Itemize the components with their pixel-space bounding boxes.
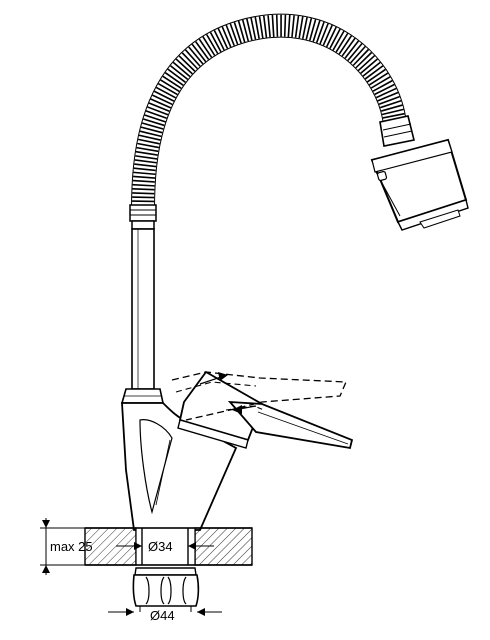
label-hole-diameter: Ø34 bbox=[148, 539, 173, 554]
flexible-spout-hose bbox=[131, 13, 407, 211]
dimension-countertop-thickness: max 25 bbox=[40, 518, 93, 575]
dimension-hole-diameter: Ø34 bbox=[116, 538, 214, 555]
vertical-pipe bbox=[131, 228, 155, 390]
lever-handle bbox=[177, 370, 354, 450]
dimension-base-diameter: Ø44 bbox=[108, 608, 222, 623]
mounting-nut bbox=[132, 567, 200, 612]
spray-head bbox=[370, 115, 469, 231]
lever-motion-arrows bbox=[199, 372, 257, 414]
label-base-diameter: Ø44 bbox=[150, 608, 175, 623]
hose-connector bbox=[129, 204, 157, 230]
body-collar bbox=[120, 388, 164, 404]
label-countertop-thickness: max 25 bbox=[50, 539, 93, 554]
